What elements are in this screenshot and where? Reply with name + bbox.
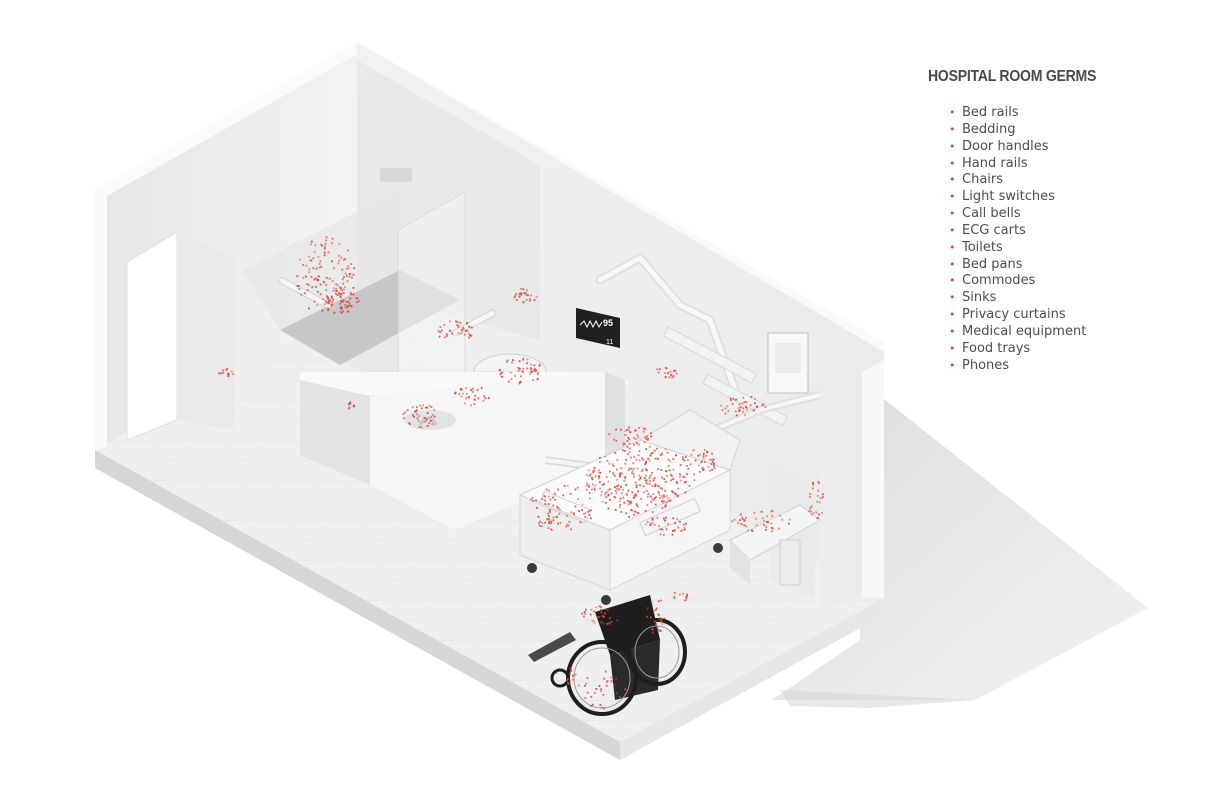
legend-item: • Bedding [949,121,1188,139]
bullet-icon: • [949,106,956,119]
bullet-icon: • [949,190,956,204]
bullet-icon: • [949,240,956,254]
bullet-icon: • [949,358,956,372]
bullet-icon: • [949,324,956,338]
bullet-icon: • [949,122,956,136]
legend-item: • ECG carts [949,222,1188,240]
bullet-icon: • [949,274,956,288]
legend-item-label: Commodes [962,273,1036,289]
legend-item: • Door handles [949,138,1188,156]
legend-item-label: Chairs [962,172,1004,188]
wall-equipment [544,252,821,475]
bullet-icon: • [949,291,956,305]
bullet-icon: • [949,139,956,153]
legend-title: HOSPITAL ROOM GERMS [928,68,1097,85]
legend-item-label: Phones [962,357,1010,373]
legend: HOSPITAL ROOM GERMS • Bed rails • Bedding • D… [928,68,1188,375]
chair [729,504,821,586]
legend-item: • Light switches [949,189,1188,206]
bullet-icon: • [949,173,956,187]
legend-item-label: Light switches [962,189,1055,205]
ecg-monitor: 95 11 [576,308,620,348]
floor [95,305,884,760]
bullet-icon: • [949,308,956,322]
legend-item: • Bed pans [949,256,1188,274]
legend-item-label: Hand rails [962,155,1028,171]
legend-item-label: Food trays [962,340,1031,356]
legend-item: • Toilets [949,239,1188,257]
legend-item-label: Toilets [962,239,1003,255]
legend-item: • Sinks [949,290,1188,307]
legend-item: • Chairs [949,172,1188,189]
bullet-icon: • [949,257,956,271]
bullet-icon: • [949,341,956,355]
legend-item-label: Bedding [962,121,1016,137]
monitor-value-bottom: 11 [606,339,613,346]
legend-item-label: Medical equipment [962,323,1087,339]
hospital-bed [518,409,741,605]
legend-item: • Medical equipment [949,323,1188,341]
monitor-value-top: 95 [603,318,613,328]
legend-item-label: Bed rails [962,105,1019,120]
bullet-icon: • [949,207,956,221]
legend-item-label: Privacy curtains [962,307,1066,323]
legend-item-label: Door handles [962,138,1049,154]
legend-item: • Bed rails [949,105,1188,122]
legend-item: • Phones [949,357,1188,375]
legend-item-label: Sinks [962,290,997,306]
legend-item: • Hand rails [949,155,1188,173]
bullet-icon: • [949,223,956,237]
legend-item: • Commodes [949,273,1188,290]
left-wall [95,42,368,450]
legend-item-label: Call bells [962,206,1021,222]
bathroom [242,168,630,530]
legend-list: • Bed rails • Bedding • Door handles • Hand rai… [928,105,1188,375]
legend-item-label: Bed pans [962,256,1023,272]
legend-item: • Food trays [949,340,1188,358]
legend-item-label: ECG carts [962,222,1026,238]
germ-dots [218,236,824,710]
bullet-icon: • [949,156,956,170]
legend-item: • Privacy curtains [949,307,1188,324]
legend-item: • Call bells [949,206,1188,223]
